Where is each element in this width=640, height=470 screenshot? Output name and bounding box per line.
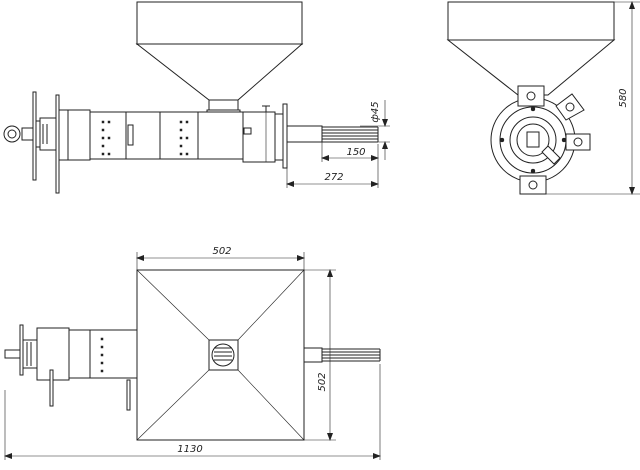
dim-height: 580 bbox=[546, 1, 640, 195]
shaft-length-label: 150 bbox=[346, 147, 365, 158]
dim-hopper-depth: 502 bbox=[304, 269, 336, 441]
hopper-width-label: 502 bbox=[212, 246, 231, 257]
top-view: 502 502 1130 bbox=[4, 246, 381, 460]
drive-end-front bbox=[3, 91, 69, 194]
side-view: 580 bbox=[446, 1, 640, 195]
brackets-side bbox=[517, 85, 591, 195]
drive-end-top bbox=[4, 324, 54, 407]
shaft-diameter-label: ф45 bbox=[370, 101, 381, 122]
barrel-front bbox=[67, 105, 276, 163]
dim-shaft-length: 150 bbox=[321, 142, 379, 162]
rivet-row-mid bbox=[179, 120, 189, 156]
front-view: ф45 150 272 bbox=[3, 1, 390, 194]
outlet-shaft-top bbox=[303, 347, 381, 363]
hopper-top bbox=[136, 269, 305, 441]
hopper-side bbox=[446, 1, 616, 96]
dim-shaft-diameter: ф45 bbox=[360, 100, 390, 160]
overall-length-label: 1130 bbox=[177, 444, 202, 455]
height-label: 580 bbox=[618, 88, 629, 107]
rivet-row-left bbox=[101, 120, 111, 156]
outlet-length-label: 272 bbox=[324, 172, 343, 183]
outlet-shaft-front bbox=[274, 103, 379, 169]
dim-overall-length: 1130 bbox=[4, 364, 381, 460]
dim-hopper-width: 502 bbox=[136, 246, 305, 270]
dim-outlet-length: 272 bbox=[286, 162, 379, 188]
hopper-depth-label: 502 bbox=[317, 372, 328, 391]
shaft-fins bbox=[322, 126, 379, 143]
